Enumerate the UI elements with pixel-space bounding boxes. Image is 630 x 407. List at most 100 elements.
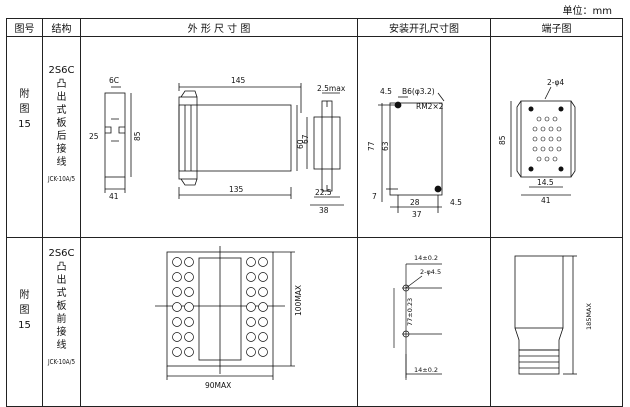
- structure-cell: 2S6C 凸 出 式 板 前 接 线 JCK-10A/5: [42, 237, 81, 407]
- outline-drawing-rear: 6C 25 85 41 145 135 67 2.5max 60 22.5 38: [89, 76, 346, 215]
- terminal-circle: [172, 347, 182, 357]
- dim-label: 77±0.23: [406, 298, 414, 326]
- dim-label: 41: [541, 196, 551, 205]
- structure-char: 凸: [56, 262, 67, 273]
- dim-label: 38: [319, 206, 329, 215]
- fig-number-cell: 附 图 15: [6, 36, 43, 238]
- terminal-circle: [258, 332, 268, 342]
- terminal-circle: [184, 272, 194, 282]
- header-row: 图号 结构 外 形 尺 寸 图 安装开孔尺寸图 端子图: [6, 18, 623, 37]
- header-structure: 结构: [42, 18, 81, 37]
- structure-char: 线: [56, 340, 67, 351]
- dim-label: 85: [133, 131, 142, 141]
- fig-char: 15: [18, 320, 31, 331]
- model-number: JCK-10A/5: [47, 175, 76, 183]
- terminal-circle: [258, 257, 268, 267]
- structure-char: 前: [56, 314, 67, 325]
- structure-code: 2S6C: [48, 65, 75, 76]
- dim-label: 14.5: [537, 178, 554, 187]
- mounting-drawing-cell: 4.5 B6(φ3.2) RM2×2 77 63 7 28 4.5 37: [357, 36, 491, 238]
- structure-cell: 2S6C 凸 出 式 板 后 接 线 JCK-10A/5: [42, 36, 81, 238]
- structure-char: 式: [56, 288, 67, 299]
- terminal-circle: [258, 302, 268, 312]
- terminal-circle: [258, 287, 268, 297]
- table-row: 附 图 15 2S6C 凸 出 式 板 后 接 线 JCK-10A/5: [6, 36, 623, 238]
- terminal-circle: [184, 332, 194, 342]
- dim-label: RM2×2: [416, 102, 444, 111]
- dim-label: 28: [410, 198, 420, 207]
- outline-drawing-front: 90MAX 100MAX: [155, 246, 303, 390]
- dim-label: 100MAX: [294, 285, 303, 316]
- dim-label: 14±0.2: [414, 254, 438, 262]
- terminal-drawing-cell: 185MAX: [490, 237, 623, 407]
- dim-label: 145: [231, 76, 246, 85]
- dim-label: 4.5: [450, 198, 462, 207]
- dim-label: 7: [372, 192, 377, 201]
- terminal-circle: [246, 257, 256, 267]
- dim-label: 6C: [109, 76, 119, 85]
- mounting-drawing-cell: 14±0.2 2-φ4.5 77±0.23 14±0.2: [357, 237, 491, 407]
- terminal-circle: [258, 347, 268, 357]
- outline-drawing-cell: 6C 25 85 41 145 135 67 2.5max 60 22.5 38: [80, 36, 358, 238]
- dim-label: 85: [498, 135, 507, 145]
- dim-label: 2-φ4: [547, 78, 564, 87]
- fig-char: 附: [19, 290, 30, 301]
- structure-char: 板: [56, 118, 67, 129]
- terminal-drawing-rear: 2-φ4 85 14.5 41: [498, 78, 576, 205]
- terminal-circle: [184, 347, 194, 357]
- dim-label: 67: [301, 134, 310, 144]
- structure-char: 凸: [56, 79, 67, 90]
- dim-label: 63: [381, 141, 390, 151]
- dim-label: 2-φ4.5: [420, 268, 441, 276]
- dim-label: 2.5max: [317, 84, 346, 93]
- fig-char: 图: [19, 305, 30, 316]
- dim-label: B6(φ3.2): [402, 87, 435, 96]
- mounting-drawing-rear: 4.5 B6(φ3.2) RM2×2 77 63 7 28 4.5 37: [367, 87, 462, 219]
- terminal-drawing-front: 185MAX: [514, 255, 593, 375]
- header-outline: 外 形 尺 寸 图: [80, 18, 358, 37]
- terminal-circle: [184, 302, 194, 312]
- mounting-drawing-front: 14±0.2 2-φ4.5 77±0.23 14±0.2: [393, 254, 442, 380]
- terminal-circle: [172, 317, 182, 327]
- terminal-circle: [184, 257, 194, 267]
- spec-table: 图号 结构 外 形 尺 寸 图 安装开孔尺寸图 端子图 附 图 15 2S6C …: [6, 18, 623, 407]
- dim-label: 185MAX: [585, 303, 593, 330]
- structure-char: 式: [56, 105, 67, 116]
- dim-label: 4.5: [380, 87, 392, 96]
- fig-number-cell: 附 图 15: [6, 237, 43, 407]
- terminal-circle: [172, 332, 182, 342]
- dim-label: 22.5: [315, 188, 332, 197]
- structure-char: 出: [56, 275, 67, 286]
- structure-char: 出: [56, 92, 67, 103]
- terminal-circle: [246, 347, 256, 357]
- terminal-circle: [172, 302, 182, 312]
- outline-drawing-cell: 90MAX 100MAX: [80, 237, 358, 407]
- dim-label: 25: [89, 132, 99, 141]
- header-mounting: 安装开孔尺寸图: [357, 18, 491, 37]
- unit-label: 单位：mm: [562, 6, 612, 17]
- model-number: JCK-10A/5: [47, 358, 76, 366]
- dim-label: 41: [109, 192, 119, 201]
- terminal-circle: [172, 257, 182, 267]
- fig-char: 图: [19, 104, 30, 115]
- structure-code: 2S6C: [48, 248, 75, 259]
- terminal-circle: [246, 317, 256, 327]
- header-terminal: 端子图: [490, 18, 623, 37]
- terminal-circle: [172, 287, 182, 297]
- terminal-drawing-cell: 2-φ4 85 14.5 41: [490, 36, 623, 238]
- terminal-circle: [246, 287, 256, 297]
- structure-char: 接: [56, 327, 67, 338]
- terminal-circle: [172, 272, 182, 282]
- terminal-circle: [184, 287, 194, 297]
- fig-char: 附: [19, 89, 30, 100]
- terminal-circle: [246, 272, 256, 282]
- structure-char: 线: [56, 157, 67, 168]
- dim-label: 90MAX: [205, 381, 231, 390]
- header-fig-no: 图号: [6, 18, 43, 37]
- dim-label: 77: [367, 141, 376, 151]
- structure-char: 接: [56, 144, 67, 155]
- dim-label: 60: [296, 139, 305, 149]
- terminal-circle: [258, 272, 268, 282]
- terminal-circle: [246, 302, 256, 312]
- dim-label: 14±0.2: [414, 366, 438, 374]
